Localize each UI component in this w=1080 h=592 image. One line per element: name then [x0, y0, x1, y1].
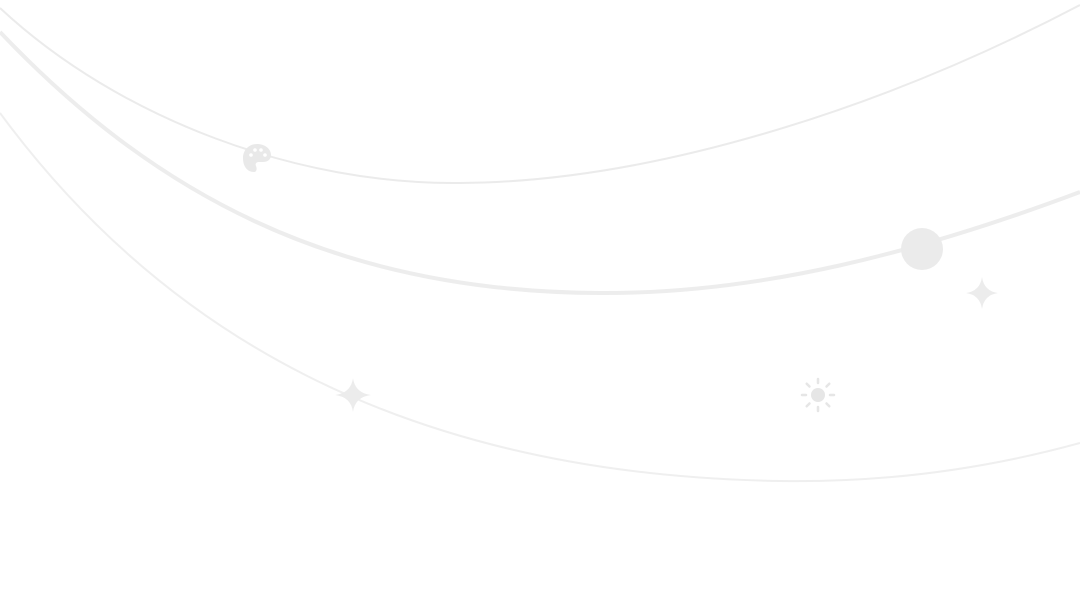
palette-icon	[243, 144, 271, 172]
circle-dot-icon	[901, 228, 943, 270]
top-arc	[0, 4, 1080, 185]
bottom-arc	[0, 112, 1080, 483]
sparkle-icon	[966, 277, 998, 309]
sun-icon	[800, 377, 836, 413]
sparkle-icon	[335, 378, 371, 412]
